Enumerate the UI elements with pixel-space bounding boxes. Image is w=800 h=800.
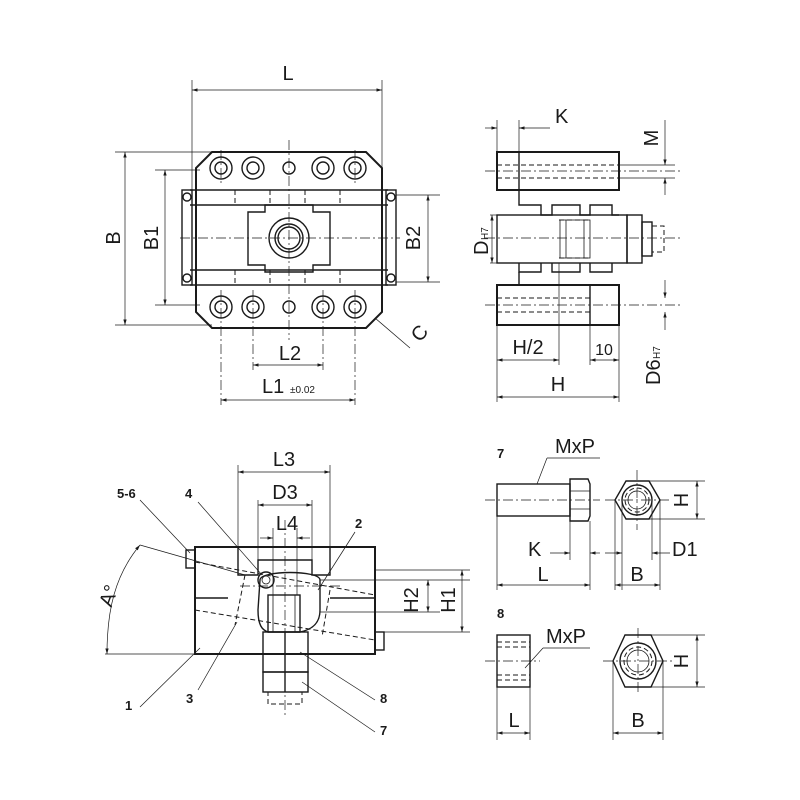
dim-D6-fit: H7 [652, 346, 663, 359]
top-view: L B B1 B2 L2 L1 ±0.02 C [103, 63, 440, 405]
dim-D-fit: H7 [480, 227, 491, 240]
dim-L3: L3 [273, 449, 295, 471]
dim-L4: L4 [276, 513, 298, 535]
dim-K: K [555, 106, 569, 128]
part-7-number: 7 [497, 446, 504, 461]
dim-H-half: H/2 [512, 337, 543, 359]
callout-5-6: 5-6 [117, 486, 136, 501]
callout-4: 4 [185, 486, 193, 501]
section-view: L3 D3 L4 H2 H1 A° 5-6 4 2 1 3 [95, 449, 470, 738]
callout-7: 7 [380, 723, 387, 738]
dim-H1: H1 [438, 587, 460, 613]
dim-10: 10 [595, 342, 613, 359]
part-7-dim-K: K [528, 539, 542, 561]
dim-A-angle: A° [95, 582, 123, 610]
part-8-dim-B: B [631, 710, 644, 732]
part-8-thread: MxP [546, 626, 586, 648]
dim-H2: H2 [401, 587, 423, 613]
top-view-outline [195, 151, 383, 329]
callout-1: 1 [125, 698, 132, 713]
part-8: 8 MxP L H B [485, 606, 705, 740]
dim-L2: L2 [279, 343, 301, 365]
part-7-dim-L: L [537, 564, 548, 586]
part-8-dim-L: L [508, 710, 519, 732]
callout-3: 3 [186, 691, 193, 706]
dim-M: M [641, 130, 663, 147]
callout-8: 8 [380, 691, 387, 706]
part-7-dim-B: B [630, 564, 643, 586]
dim-L1-tolerance: ±0.02 [290, 385, 315, 396]
part-7-thread: MxP [555, 436, 595, 458]
dim-D: D [471, 241, 493, 255]
dim-L: L [282, 63, 293, 85]
part-7-dim-H: H [671, 493, 693, 507]
dim-H: H [551, 374, 565, 396]
part-8-dim-H: H [671, 654, 693, 668]
dim-D6: D6 [643, 359, 665, 385]
dim-C: C [407, 321, 433, 346]
part-7-dim-D1: D1 [672, 539, 698, 561]
part-7: 7 MxP K L H D1 [485, 436, 705, 590]
dim-B2: B2 [403, 226, 425, 250]
dim-B1: B1 [141, 226, 163, 250]
dim-B: B [103, 231, 125, 244]
dim-L1: L1 [262, 376, 284, 398]
dim-D3: D3 [272, 482, 298, 504]
part-8-number: 8 [497, 606, 504, 621]
callout-2: 2 [355, 516, 362, 531]
side-view: K M D H7 H/2 10 H D6 H7 [471, 106, 680, 402]
